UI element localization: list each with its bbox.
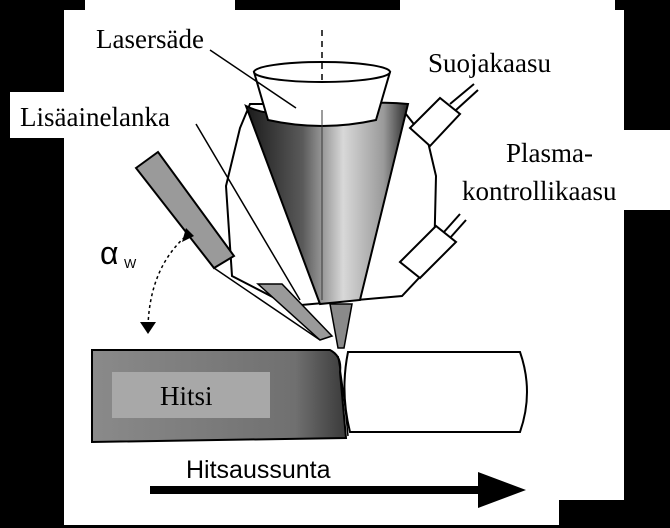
unwelded-plate: [343, 351, 528, 433]
canvas-top-left: [85, 0, 235, 62]
workpiece: [91, 349, 528, 444]
weld-label-box: [112, 372, 270, 418]
canvas-left-label-area: [10, 92, 215, 138]
label-laser-beam: Lasersäde: [96, 24, 204, 54]
filler-wire: [134, 150, 334, 341]
canvas-top-right: [400, 0, 615, 84]
wire-angle-indicator: [140, 228, 194, 334]
label-plasma-gas-line1: Plasma-: [506, 138, 593, 168]
shielding-gas-nozzle: [408, 83, 479, 148]
label-weld: Hitsi: [160, 381, 213, 411]
leader-laser-beam: [209, 49, 297, 109]
label-filler-wire: Lisäainelanka: [20, 102, 170, 132]
welding-direction-arrow: [150, 472, 526, 508]
canvas-right-label-area: [455, 130, 670, 210]
label-welding-direction: Hitsaussunta: [186, 456, 331, 484]
laser-cone: [244, 30, 410, 349]
label-angle-subscript: W: [124, 256, 137, 271]
label-shielding-gas: Suojakaasu: [428, 48, 551, 78]
label-angle-symbol: α: [100, 235, 119, 271]
leader-lines: [195, 49, 301, 301]
label-plasma-gas-line2: kontrollikaasu: [462, 176, 617, 206]
plasma-gas-nozzle: [398, 213, 467, 280]
leader-filler-wire: [195, 123, 301, 301]
